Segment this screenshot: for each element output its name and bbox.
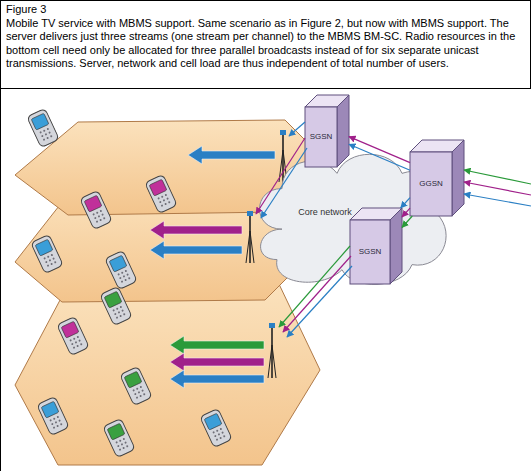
stream-connector — [402, 216, 412, 227]
broadcast-arrow — [170, 336, 264, 354]
stream-connector — [401, 198, 410, 208]
figure-title: Figure 3 — [6, 3, 46, 15]
mobile-phone — [200, 408, 232, 447]
server-side — [337, 95, 349, 167]
node-label: SGSN — [310, 133, 333, 142]
text-box: SGSN — [350, 220, 390, 284]
stream-line — [464, 194, 531, 206]
mobile-phone — [105, 250, 137, 289]
stream-line — [287, 266, 352, 337]
server-shape — [410, 140, 464, 216]
server-front — [410, 152, 452, 216]
text-box: SGSN — [305, 107, 337, 167]
mobile-phone — [145, 174, 177, 213]
stream-connector — [402, 208, 410, 217]
mobile-phone — [27, 108, 59, 147]
server-side — [452, 140, 464, 216]
network-label: Core network — [298, 207, 352, 217]
mobile-phone — [57, 316, 89, 355]
broadcast-arrow — [188, 146, 275, 164]
broadcast-arrow — [150, 241, 242, 259]
stream-line — [279, 246, 350, 327]
mobile-phone — [100, 286, 132, 325]
stream-line — [464, 170, 531, 184]
node-label: SGSN — [359, 248, 382, 257]
server-shape — [305, 95, 349, 167]
text-box: GGSN — [410, 152, 452, 216]
server-shape — [350, 208, 402, 284]
server-front — [350, 220, 390, 284]
node-label: GGSN — [419, 180, 443, 189]
broadcast-arrow — [170, 353, 264, 371]
server-node: GGSN — [410, 140, 464, 216]
stream-line — [261, 148, 307, 218]
figure-caption: Mobile TV service with MBMS support. Sam… — [6, 17, 522, 70]
cloud-outline — [260, 154, 447, 284]
server-side — [390, 208, 402, 284]
broadcast-arrow — [170, 370, 264, 388]
stream-line — [256, 138, 305, 214]
server-node: SGSN — [305, 95, 349, 167]
server-node: SGSN — [350, 208, 402, 284]
stream-line — [464, 182, 531, 195]
stream-line — [289, 122, 305, 136]
stream-connector — [349, 137, 410, 163]
broadcast-arrow — [150, 221, 242, 239]
server-front — [305, 107, 337, 167]
stream-connector — [349, 144, 410, 170]
mobile-phone — [31, 234, 63, 273]
frame-line — [0, 88, 1, 471]
caption-frame — [1, 1, 531, 89]
mobile-phone — [120, 366, 152, 405]
radio-cell — [15, 282, 320, 465]
mobile-phone — [37, 396, 69, 435]
mobile-phone — [80, 190, 112, 229]
stream-line — [283, 256, 351, 332]
mobile-phone — [103, 418, 135, 457]
